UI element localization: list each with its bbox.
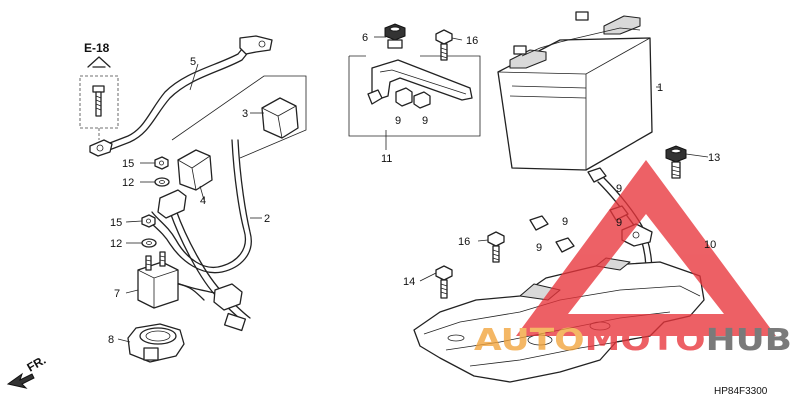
callout-8[interactable]: 8: [108, 334, 114, 346]
part-14-bolt[interactable]: [435, 265, 453, 299]
part-9-clip-upper[interactable]: [395, 87, 431, 109]
callout-9[interactable]: 9: [562, 216, 568, 228]
callout-12[interactable]: 12: [110, 238, 122, 250]
front-arrow-icon: [6, 372, 35, 389]
callout-16[interactable]: 16: [458, 236, 470, 248]
part-1-battery[interactable]: [497, 11, 653, 171]
callout-1[interactable]: 1: [657, 82, 663, 94]
part-8-relay-holder[interactable]: [127, 323, 185, 363]
part-15-nut-lower[interactable]: [141, 214, 156, 228]
part-12-washer-lower[interactable]: [141, 238, 157, 248]
callout-9[interactable]: 9: [536, 242, 542, 254]
callout-16[interactable]: 16: [466, 35, 478, 47]
group-outline: [171, 75, 307, 159]
drawing-code: HP84F3300: [714, 386, 768, 397]
part-2-cable-harness[interactable]: [149, 139, 252, 332]
callout-11[interactable]: 11: [381, 153, 392, 165]
callout-9[interactable]: 9: [422, 115, 428, 127]
callout-numbers: 1 2 3 4 5 6 7 8 9 9 9 9 9 9 10 11 12 12 …: [108, 32, 720, 346]
part-7-starter-relay[interactable]: [137, 251, 205, 309]
part-11-bracket-group-outline: [348, 55, 481, 137]
watermark-triangle-logo: [516, 160, 776, 336]
callout-15[interactable]: 15: [110, 217, 122, 229]
reference-e18[interactable]: E-18: [79, 41, 119, 140]
part-15-nut-upper[interactable]: [154, 156, 169, 170]
part-11-battery-bracket[interactable]: [367, 59, 473, 105]
callout-3[interactable]: 3: [242, 108, 248, 120]
part-16-bolt-lower[interactable]: [487, 231, 505, 263]
leader-lines: [117, 36, 709, 343]
callout-4[interactable]: 4: [200, 195, 206, 207]
callout-15[interactable]: 15: [122, 158, 134, 170]
front-direction-indicator: FR.: [6, 353, 49, 389]
front-label: FR.: [25, 353, 49, 375]
ref-bolt-icon: [92, 85, 105, 117]
callout-9[interactable]: 9: [395, 115, 401, 127]
arrow-up-icon: [87, 56, 111, 68]
reference-label: E-18: [84, 41, 110, 55]
callout-12[interactable]: 12: [122, 177, 134, 189]
callout-6[interactable]: 6: [362, 32, 368, 44]
callout-7[interactable]: 7: [114, 288, 120, 300]
callout-10[interactable]: 10: [704, 239, 716, 251]
callout-9[interactable]: 9: [616, 183, 622, 195]
part-5-ground-cable[interactable]: [89, 35, 273, 157]
part-12-washer-upper[interactable]: [154, 177, 170, 187]
callout-5[interactable]: 5: [190, 56, 196, 68]
part-3-terminal-cover[interactable]: [261, 97, 299, 139]
callout-2[interactable]: 2: [264, 213, 270, 225]
part-13-bolt[interactable]: [665, 145, 687, 179]
callout-14[interactable]: 14: [403, 276, 415, 288]
part-6-nut[interactable]: [384, 23, 406, 49]
part-4-terminal-cover[interactable]: [177, 149, 213, 191]
part-16-bolt-upper[interactable]: [435, 29, 453, 61]
callout-13[interactable]: 13: [708, 152, 720, 164]
callout-9[interactable]: 9: [616, 217, 622, 229]
